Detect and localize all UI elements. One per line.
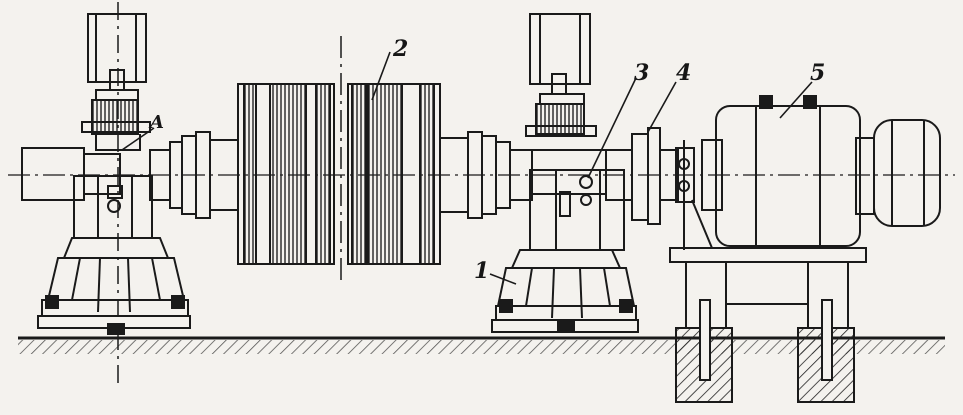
right-bearing-assembly: [491, 13, 639, 333]
label-coupling-shaft: 3: [634, 60, 649, 86]
right-hub: [439, 131, 533, 219]
label-brake-coupling: 4: [676, 60, 691, 86]
motor: [701, 95, 941, 247]
brake-linkage: [675, 140, 713, 250]
coupling: [605, 127, 679, 225]
leader-lines: [121, 51, 813, 285]
label-bearing-stand: 1: [474, 258, 489, 284]
left-bearing-assembly: [21, 13, 191, 335]
label-drum: 2: [392, 36, 408, 62]
label-section-mark: A: [148, 112, 164, 133]
motor-foundation: [669, 247, 867, 403]
label-motor: 5: [810, 60, 825, 86]
drum: [237, 36, 441, 286]
